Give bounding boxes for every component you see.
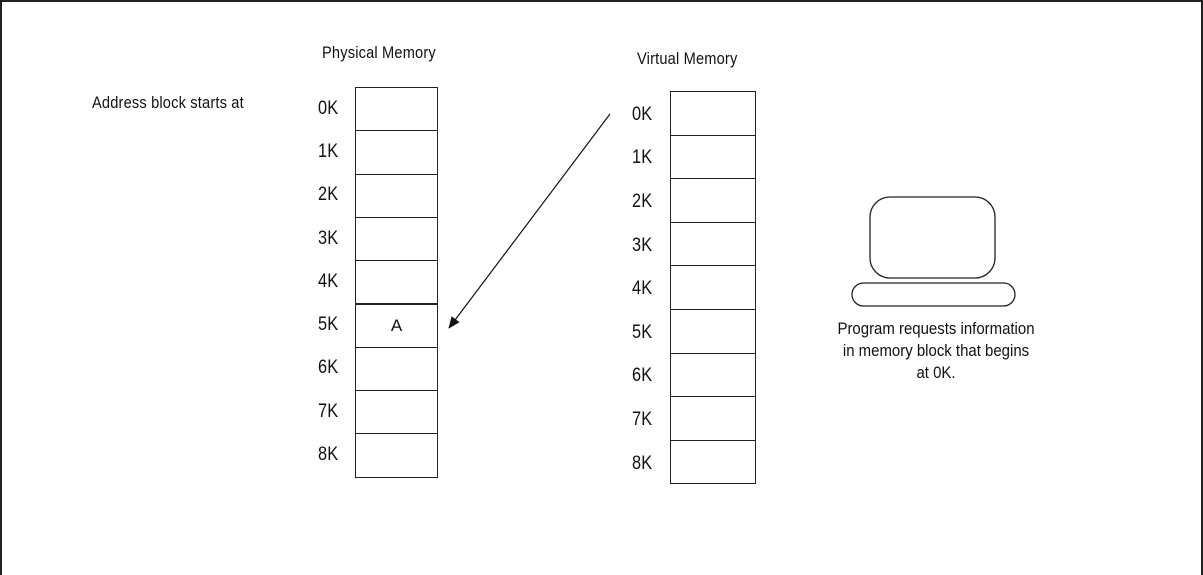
physical-memory-title: Physical Memory: [322, 43, 436, 62]
physical-memory-block: [355, 346, 438, 392]
virtual-memory-block: [670, 91, 756, 136]
physical-address-label: 4K: [318, 270, 339, 292]
virtual-memory-block: [670, 439, 756, 485]
physical-address-label: 2K: [318, 184, 339, 206]
physical-address-label: 1K: [318, 140, 339, 162]
virtual-address-label: 5K: [632, 321, 653, 343]
virtual-memory-title: Virtual Memory: [637, 49, 738, 68]
virtual-address-label: 7K: [632, 409, 653, 430]
physical-address-label: 5K: [318, 314, 339, 336]
virtual-address-label: 1K: [632, 147, 653, 169]
physical-address-label: 6K: [318, 357, 339, 379]
mapping-arrow: [448, 113, 611, 329]
computer-icon: [851, 196, 1016, 307]
virtual-memory-block: [670, 309, 756, 354]
physical-address-label: 8K: [318, 444, 339, 466]
virtual-memory-block: [670, 134, 756, 180]
virtual-address-label: 2K: [632, 191, 653, 212]
physical-address-label: 7K: [318, 400, 339, 422]
virtual-memory-block: [670, 221, 756, 267]
physical-memory-block: [355, 173, 438, 218]
physical-memory-block: [355, 87, 438, 132]
virtual-memory-block: [670, 352, 756, 398]
physical-memory-block: [355, 433, 438, 478]
physical-address-label: 0K: [318, 97, 339, 119]
program-request-caption: Program requests information in memory b…: [837, 319, 1035, 382]
physical-address-label: 3K: [318, 227, 339, 249]
virtual-address-label: 4K: [632, 278, 653, 300]
virtual-address-label: 6K: [632, 365, 653, 387]
virtual-address-label: 3K: [632, 234, 653, 256]
physical-memory-block: A: [355, 303, 438, 348]
physical-memory-block: [355, 260, 438, 305]
virtual-address-label: 0K: [632, 103, 653, 125]
virtual-memory-block: [670, 396, 756, 441]
address-start-label: Address block starts at: [92, 93, 244, 112]
virtual-address-label: 8K: [632, 452, 653, 474]
physical-block-content: A: [390, 315, 403, 335]
